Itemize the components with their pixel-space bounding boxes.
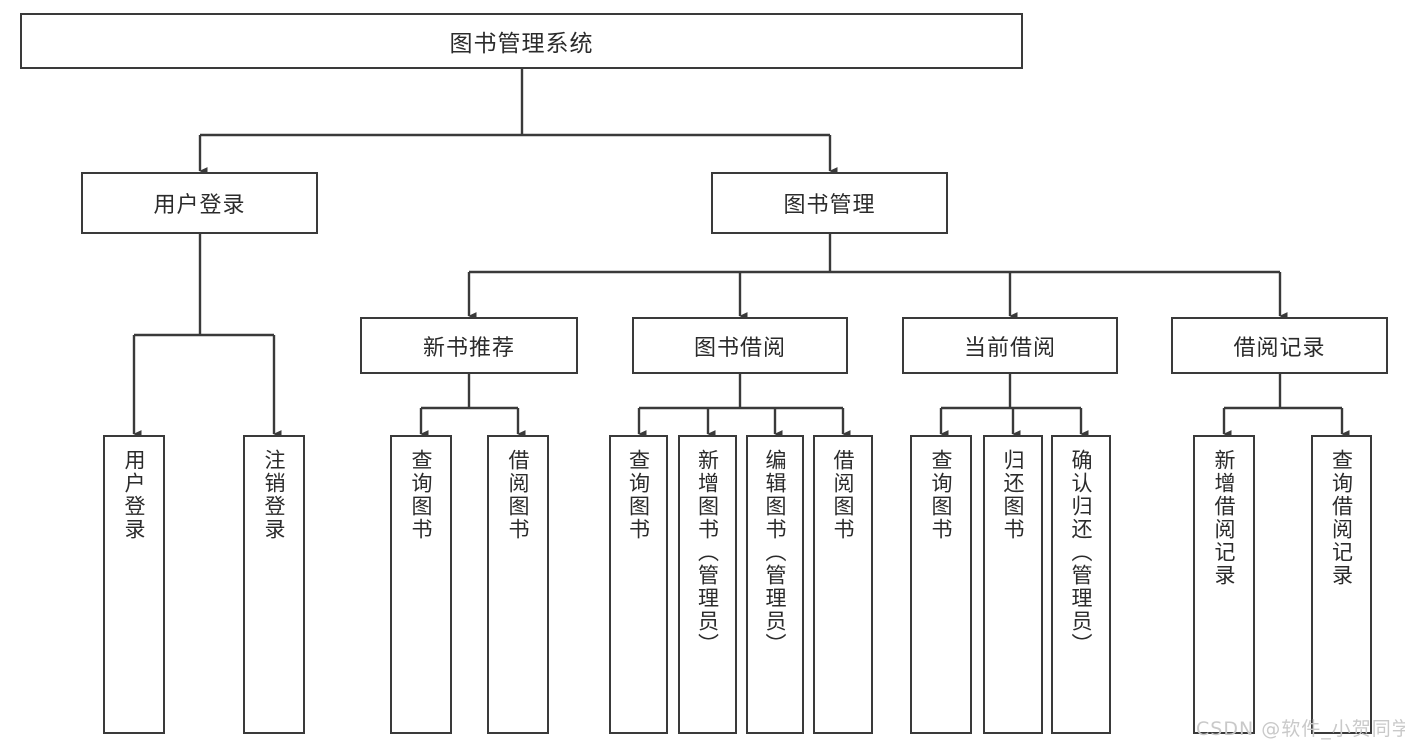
node-current-borrow[interactable]: 当前借阅 (902, 317, 1118, 374)
edge-group (132, 69, 1350, 438)
node-leaf-cb-query[interactable]: 查询图书 (910, 435, 972, 734)
node-label: 查询借阅记录 (1329, 449, 1354, 587)
node-label: 注销登录 (262, 449, 287, 541)
node-leaf-bb-query[interactable]: 查询图书 (609, 435, 668, 734)
node-leaf-br-add[interactable]: 新增借阅记录 (1193, 435, 1255, 734)
node-borrow-record[interactable]: 借阅记录 (1171, 317, 1388, 374)
node-label: 图书管理系统 (449, 31, 594, 57)
node-label: 当前借阅 (963, 335, 1056, 361)
node-label: 用户登录 (122, 449, 147, 541)
node-label: 新增图书（管理员） (695, 449, 720, 656)
node-label: 借阅记录 (1233, 335, 1326, 361)
node-leaf-rec-query[interactable]: 查询图书 (390, 435, 452, 734)
node-label: 图书借阅 (693, 335, 786, 361)
node-leaf-cb-return[interactable]: 归还图书 (983, 435, 1043, 734)
node-root[interactable]: 图书管理系统 (20, 13, 1023, 69)
node-leaf-br-query[interactable]: 查询借阅记录 (1311, 435, 1372, 734)
node-leaf-user-logout[interactable]: 注销登录 (243, 435, 305, 734)
node-leaf-bb-edit[interactable]: 编辑图书（管理员） (746, 435, 804, 734)
node-user-login[interactable]: 用户登录 (81, 172, 318, 234)
node-label: 用户登录 (153, 193, 246, 218)
node-leaf-cb-confirm[interactable]: 确认归还（管理员） (1051, 435, 1111, 734)
node-book-manage[interactable]: 图书管理 (711, 172, 948, 234)
node-leaf-rec-borrow[interactable]: 借阅图书 (487, 435, 549, 734)
node-label: 查询图书 (409, 449, 434, 541)
node-label: 图书管理 (783, 193, 876, 218)
node-book-borrow[interactable]: 图书借阅 (632, 317, 848, 374)
node-label: 新增借阅记录 (1212, 449, 1237, 587)
node-label: 借阅图书 (831, 449, 856, 541)
node-label: 借阅图书 (506, 449, 531, 541)
node-new-book-rec[interactable]: 新书推荐 (360, 317, 578, 374)
node-label: 编辑图书（管理员） (763, 449, 788, 656)
node-label: 归还图书 (1001, 449, 1026, 541)
node-label: 新书推荐 (422, 335, 515, 361)
node-leaf-bb-add[interactable]: 新增图书（管理员） (678, 435, 737, 734)
node-leaf-bb-borrow[interactable]: 借阅图书 (813, 435, 873, 734)
node-label: 确认归还（管理员） (1069, 449, 1094, 656)
node-label: 查询图书 (929, 449, 954, 541)
node-leaf-user-login[interactable]: 用户登录 (103, 435, 165, 734)
node-label: 查询图书 (626, 449, 651, 541)
